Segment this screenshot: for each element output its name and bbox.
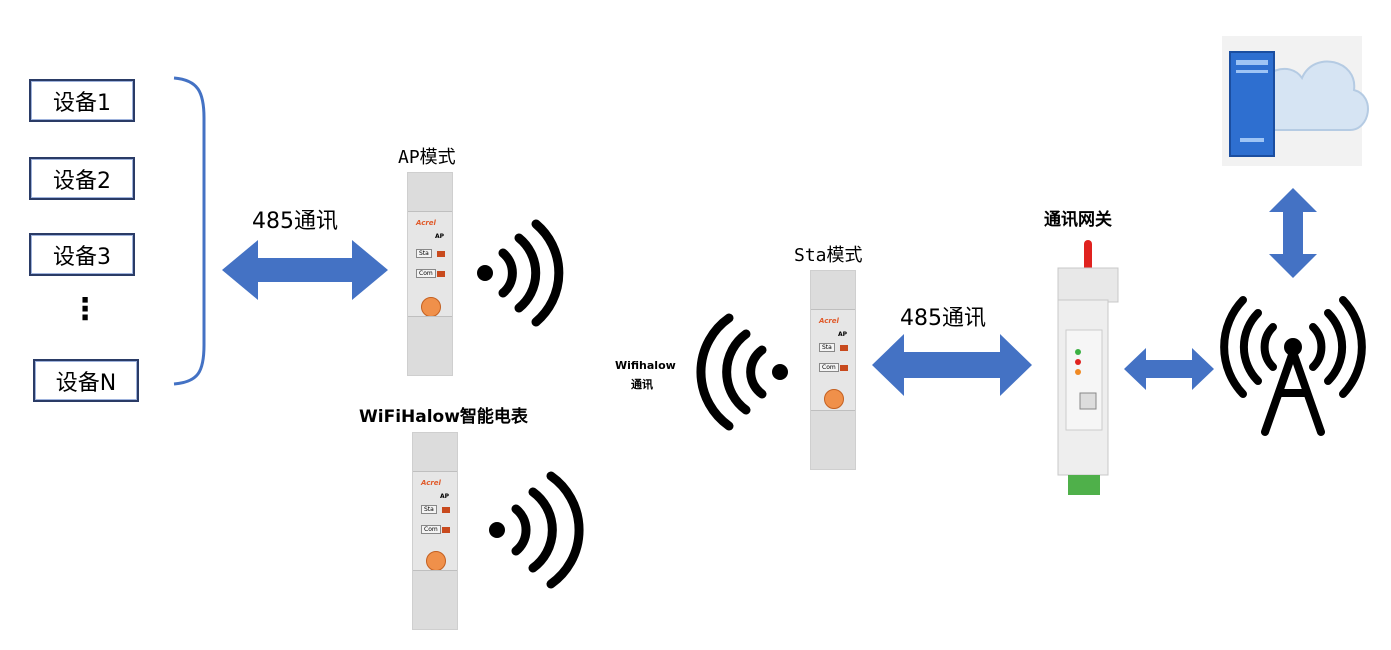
cell-tower-icon: [1220, 296, 1366, 436]
sta-mode-label: Sta模式: [794, 245, 863, 266]
cloud-server-icon: [1222, 36, 1369, 166]
device-label: 设备2: [53, 168, 111, 194]
meter-led: [437, 271, 445, 277]
meter-com-label: Com: [819, 363, 839, 372]
meter-led: [442, 507, 450, 513]
device-box-2: 设备2: [29, 157, 135, 200]
double-arrow-left: [222, 240, 388, 300]
meter-sta-label: Sta: [421, 505, 437, 514]
meter-led: [442, 527, 450, 533]
device-box-3: 设备3: [29, 233, 135, 276]
device-label: 设备3: [53, 244, 111, 270]
meter-button: [421, 297, 441, 317]
wifihalow-comm-label-line1: Wifihalow: [615, 359, 676, 372]
meter-ap: Acrel AP Sta Com: [407, 172, 453, 376]
wifi-signal-icon: [696, 313, 788, 431]
meter-sta-label: Sta: [819, 343, 835, 352]
meter-sta: Acrel AP Sta Com: [810, 270, 856, 470]
meter-button: [426, 551, 446, 571]
double-arrow-right: [1124, 348, 1214, 390]
meter-mode: AP: [439, 493, 449, 500]
meter-button: [824, 389, 844, 409]
gateway-device: [1057, 240, 1119, 495]
meter-wifihalow: Acrel AP Sta Com: [412, 432, 458, 630]
meter-brand: Acrel: [819, 317, 839, 325]
gateway-label: 通讯网关: [1044, 210, 1112, 230]
meter-led: [840, 345, 848, 351]
meter-mode: AP: [837, 331, 847, 338]
device-ellipsis: ⋮: [70, 292, 100, 327]
meter-sta-label: Sta: [416, 249, 432, 258]
meter-mode: AP: [434, 233, 444, 240]
double-arrow-middle: [872, 334, 1032, 396]
meter-brand: Acrel: [421, 479, 441, 487]
meter-led: [437, 251, 445, 257]
double-arrow-vertical: [1269, 188, 1317, 278]
device-box-n: 设备N: [33, 359, 139, 402]
wifi-signal-icon: [489, 471, 584, 589]
meter-brand: Acrel: [416, 219, 436, 227]
wifihalow-comm-label-line2: 通讯: [631, 378, 653, 391]
device-label: 设备N: [55, 370, 117, 396]
meter-com-label: Com: [421, 525, 441, 534]
ap-mode-label: AP模式: [398, 147, 456, 168]
device-box-1: 设备1: [29, 79, 135, 122]
device-label: 设备1: [53, 90, 111, 116]
comm-485-right-label: 485通讯: [900, 306, 986, 331]
wifihalow-meter-label: WiFiHalow智能电表: [359, 407, 528, 427]
wifi-signal-icon: [477, 219, 564, 327]
meter-led: [840, 365, 848, 371]
grouping-brace: [173, 76, 206, 386]
comm-485-left-label: 485通讯: [252, 209, 338, 234]
meter-com-label: Com: [416, 269, 436, 278]
